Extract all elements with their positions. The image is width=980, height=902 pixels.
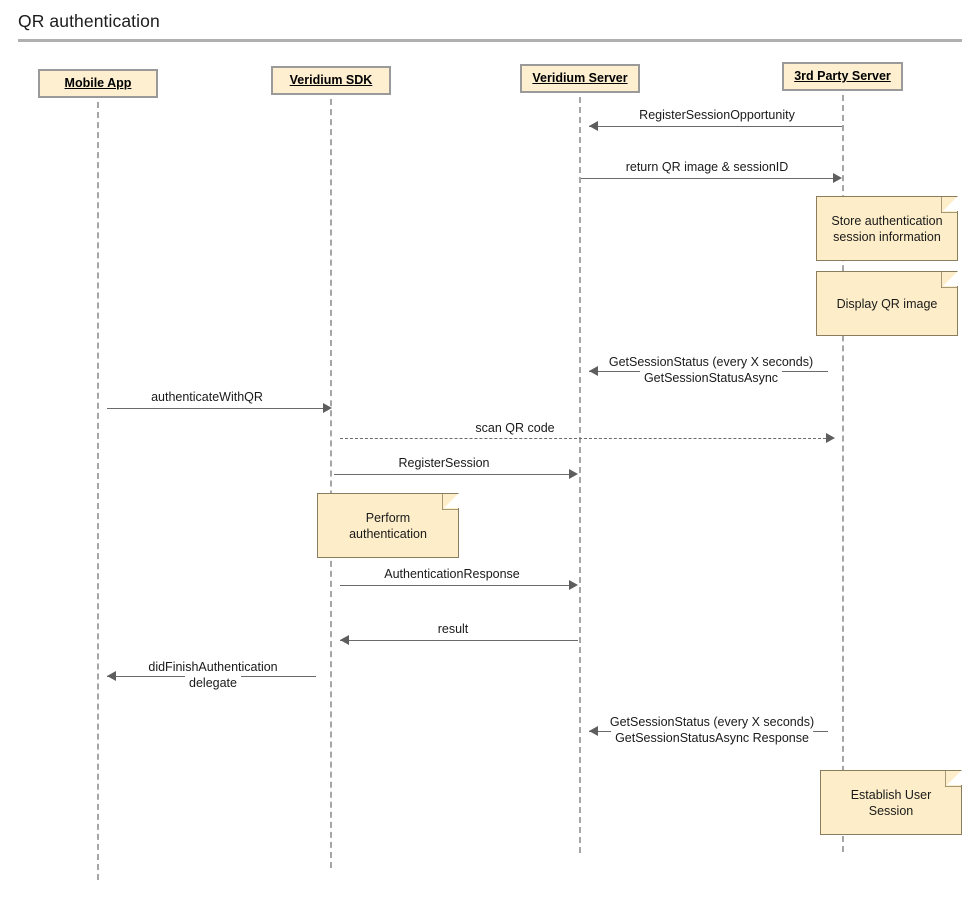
message-label-line1: GetSessionStatus (every X seconds) bbox=[605, 715, 819, 730]
message-line bbox=[340, 585, 569, 586]
arrowhead-right-icon bbox=[569, 580, 578, 590]
note-text-line2: session information bbox=[833, 229, 941, 244]
note-perform-authentication[interactable]: Perform authentication bbox=[317, 493, 459, 558]
note-fold-corner-icon bbox=[941, 197, 957, 213]
note-fold-corner-icon bbox=[941, 272, 957, 288]
participant-mobile-app[interactable]: Mobile App bbox=[38, 69, 158, 98]
note-text-line1: Display QR image bbox=[836, 296, 938, 311]
message-line bbox=[107, 408, 323, 409]
title-divider bbox=[18, 39, 962, 42]
note-text: Store authentication session information bbox=[831, 213, 942, 245]
participant-label: Mobile App bbox=[64, 76, 132, 90]
message-label: RegisterSession bbox=[394, 456, 494, 471]
note-text-line1: Establish User Session bbox=[850, 787, 932, 818]
message-label-line1: didFinishAuthentication bbox=[144, 660, 282, 675]
message-line bbox=[340, 640, 578, 641]
lifeline-third-party-server bbox=[842, 85, 844, 852]
page-title: QR authentication bbox=[18, 11, 160, 31]
message-label: scan QR code bbox=[471, 421, 559, 436]
participant-veridium-server[interactable]: Veridium Server bbox=[520, 64, 640, 93]
participant-veridium-sdk[interactable]: Veridium SDK bbox=[271, 66, 391, 95]
message-line bbox=[581, 178, 833, 179]
note-text: Establish User Session bbox=[829, 787, 953, 819]
note-text-line1: Perform authentication bbox=[349, 510, 427, 541]
arrowhead-left-icon bbox=[589, 121, 598, 131]
message-label-line1: GetSessionStatus (every X seconds) bbox=[604, 355, 818, 370]
message-label-line2: GetSessionStatusAsync bbox=[639, 371, 783, 386]
participant-label: 3rd Party Server bbox=[794, 69, 891, 83]
arrowhead-right-icon bbox=[323, 403, 332, 413]
message-line bbox=[589, 126, 842, 127]
arrowhead-left-icon bbox=[589, 366, 598, 376]
message-label-line2: delegate bbox=[185, 676, 241, 691]
note-store-authentication-session-information[interactable]: Store authentication session information bbox=[816, 196, 958, 261]
note-text: Display QR image bbox=[837, 296, 938, 312]
arrowhead-left-icon bbox=[589, 726, 598, 736]
arrowhead-right-icon bbox=[833, 173, 842, 183]
message-label: result bbox=[433, 622, 473, 637]
message-label: AuthenticationResponse bbox=[380, 567, 524, 582]
arrowhead-right-icon bbox=[569, 469, 578, 479]
note-display-qr-image[interactable]: Display QR image bbox=[816, 271, 958, 336]
arrowhead-left-icon bbox=[107, 671, 116, 681]
note-text-line1: Store authentication bbox=[831, 213, 943, 228]
participant-label: Veridium SDK bbox=[289, 73, 373, 87]
lifeline-veridium-sdk bbox=[330, 89, 332, 868]
message-line bbox=[340, 438, 826, 439]
lifeline-veridium-server bbox=[579, 87, 581, 853]
note-fold-corner-icon bbox=[442, 494, 458, 510]
message-label: authenticateWithQR bbox=[147, 390, 267, 405]
message-line bbox=[334, 474, 569, 475]
message-label: RegisterSessionOpportunity bbox=[635, 108, 799, 123]
message-label-line2: GetSessionStatusAsync Response bbox=[611, 731, 813, 746]
note-fold-corner-icon bbox=[945, 771, 961, 787]
arrowhead-left-icon bbox=[340, 635, 349, 645]
participant-third-party-server[interactable]: 3rd Party Server bbox=[782, 62, 903, 91]
note-text: Perform authentication bbox=[326, 510, 450, 542]
lifeline-mobile-app bbox=[97, 92, 99, 880]
participant-label: Veridium Server bbox=[532, 71, 628, 85]
note-establish-user-session[interactable]: Establish User Session bbox=[820, 770, 962, 835]
message-label: return QR image & sessionID bbox=[621, 160, 793, 175]
arrowhead-right-icon bbox=[826, 433, 835, 443]
